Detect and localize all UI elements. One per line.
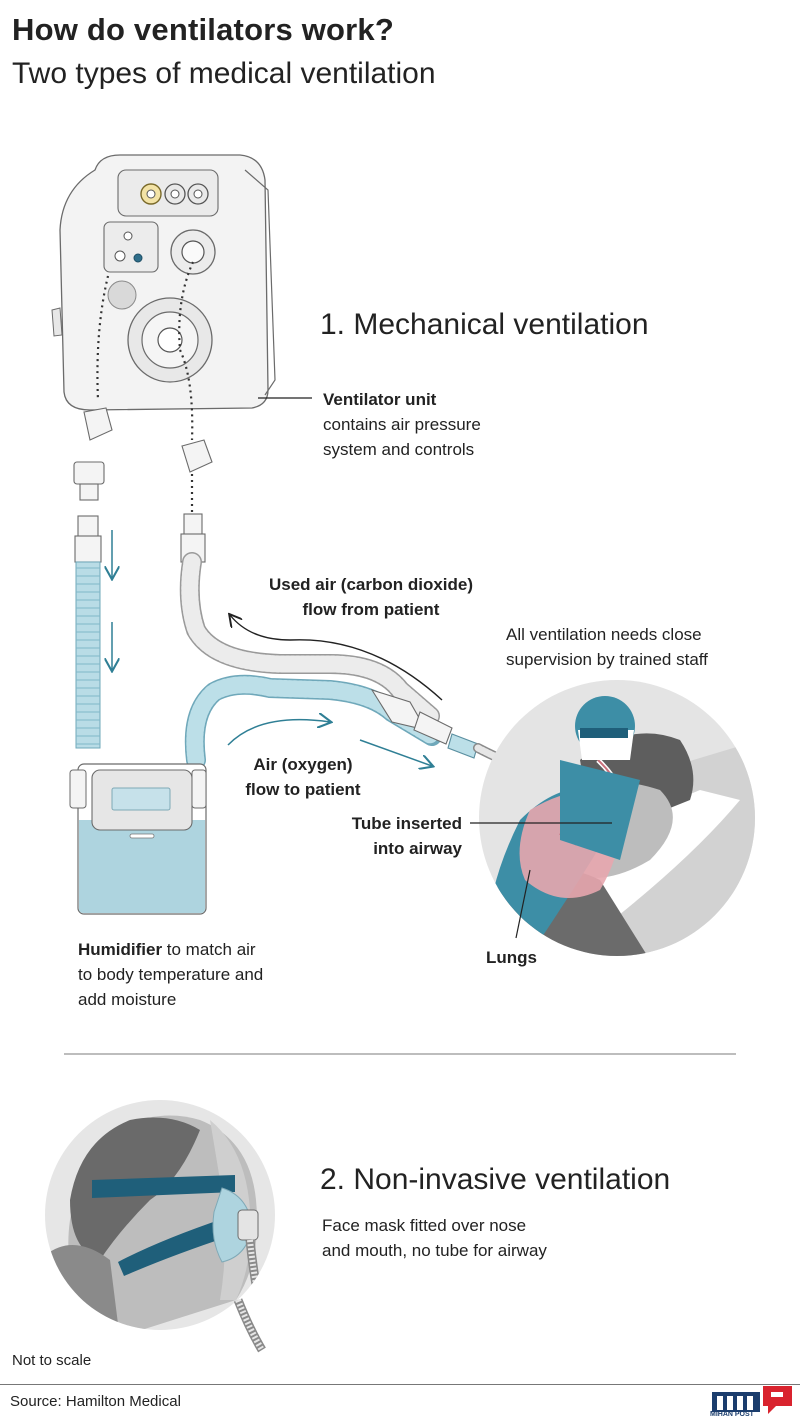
patient-illustration — [479, 680, 755, 956]
inspiratory-tube — [75, 561, 101, 749]
air-arrow-1 — [227, 720, 330, 746]
ventilator-unit-label: Ventilator unit contains air pressure sy… — [323, 390, 481, 459]
air-oxygen-label: Air (oxygen) flow to patient — [245, 755, 361, 799]
lungs-label: Lungs — [486, 948, 537, 967]
inlet-connector — [73, 407, 113, 563]
ventilator-unit — [51, 154, 276, 411]
section-divider — [64, 1053, 736, 1055]
section1-title: 1. Mechanical ventilation — [320, 308, 649, 341]
face-mask-illustration — [45, 1100, 275, 1353]
not-to-scale-note: Not to scale — [12, 1352, 92, 1369]
mihan-post-logo — [712, 1386, 792, 1414]
outlet-connector — [180, 439, 213, 563]
source-text: Source: Hamilton Medical — [10, 1393, 181, 1410]
logo-text: MIHAN POST — [710, 1411, 754, 1418]
supervision-label: All ventilation needs close supervision … — [506, 625, 708, 669]
air-arrow-2 — [359, 739, 432, 766]
footer-divider — [0, 1384, 800, 1385]
tube-label: Tube inserted into airway — [351, 814, 462, 858]
humidifier — [69, 763, 207, 915]
page-title: How do ventilators work? — [12, 12, 395, 47]
humidifier-label: Humidifier to match air to body temperat… — [78, 940, 264, 1009]
page-subtitle: Two types of medical ventilation — [12, 57, 436, 90]
section2-title: 2. Non-invasive ventilation — [320, 1163, 671, 1196]
used-air-label: Used air (carbon dioxide) flow from pati… — [268, 575, 474, 619]
section2-description: Face mask fitted over nose and mouth, no… — [322, 1216, 547, 1260]
used-air-arrow — [230, 615, 443, 701]
